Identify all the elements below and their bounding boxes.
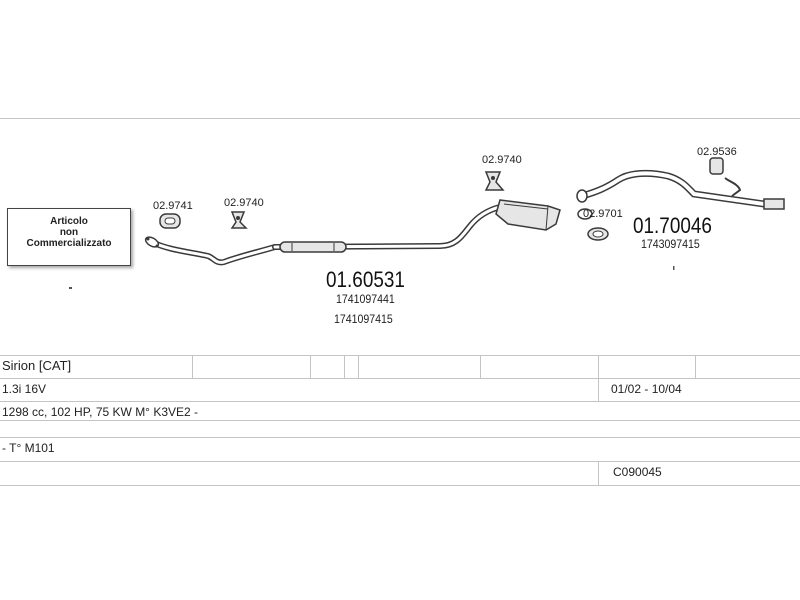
oem-number: 1741097441 [336, 292, 395, 306]
table-top-border [0, 355, 800, 356]
rubber-mount-drawing [484, 171, 505, 191]
table-column-divider [192, 355, 193, 378]
table-row-divider [0, 401, 800, 402]
tail-pipe-drawing [576, 169, 785, 210]
top-divider [0, 118, 800, 119]
part-code-hanger: 02.9741 [153, 200, 193, 212]
dot-mark [69, 287, 72, 289]
rear-rubber-drawing [709, 157, 742, 197]
vehicle-type: - T° M101 [2, 441, 55, 455]
notice-line: Commercializzato [26, 238, 112, 249]
vehicle-specs: 1298 cc, 102 HP, 75 KW M° K3VE2 - [2, 405, 199, 419]
table-column-divider [695, 355, 696, 378]
part-code-clamp: 02.9701 [583, 208, 623, 220]
part-code-intermediate: 01.60531 [326, 267, 405, 292]
part-code-rubber: 02.9536 [697, 146, 737, 158]
table-row-divider [0, 461, 800, 462]
part-code-rear: 01.70046 [633, 213, 712, 238]
table-column-divider [480, 355, 481, 378]
table-bottom-border [0, 485, 800, 486]
table-column-divider [344, 355, 345, 378]
oem-number: 1743097415 [641, 237, 700, 251]
notice-line: Articolo [50, 216, 88, 227]
table-row-divider [0, 437, 800, 438]
vehicle-engine: 1.3i 16V [2, 382, 47, 396]
table-column-divider [598, 355, 599, 401]
catalog-code: C090045 [613, 465, 662, 479]
part-code-rubber: 02.9740 [482, 154, 522, 166]
table-column-divider [598, 461, 599, 485]
table-row-divider [0, 420, 800, 421]
table-row-divider [0, 378, 800, 379]
dot-mark [673, 266, 675, 270]
not-sold-notice: Articolo non Commercializzato [7, 208, 131, 266]
hanger-part-drawing [159, 213, 181, 229]
clamp-part-drawing [577, 208, 609, 241]
table-column-divider [310, 355, 311, 378]
oem-number: 1741097415 [334, 312, 393, 326]
rubber-mount-drawing [230, 211, 248, 229]
table-column-divider [358, 355, 359, 378]
vehicle-years: 01/02 - 10/04 [611, 382, 682, 396]
notice-line: non [59, 227, 79, 238]
part-code-rubber: 02.9740 [224, 197, 264, 209]
front-pipe-drawing [144, 236, 278, 266]
rear-muffler-drawing [495, 199, 561, 231]
intermediate-pipe-drawing [272, 204, 503, 253]
vehicle-model: Sirion [CAT] [2, 358, 72, 373]
